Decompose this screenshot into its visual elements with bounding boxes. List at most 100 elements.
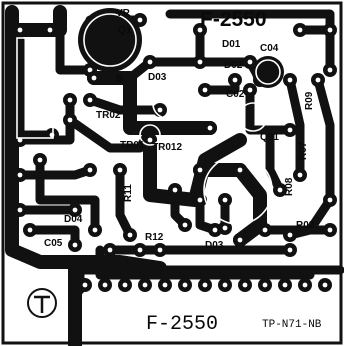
drill-hole <box>237 237 243 243</box>
label-q01: Q01 <box>260 132 279 143</box>
drill-hole <box>277 187 283 193</box>
drill-hole <box>222 197 228 203</box>
tr02-transistor <box>152 89 182 119</box>
drill-hole <box>207 125 213 131</box>
drill-hole <box>87 97 93 103</box>
drill-hole <box>182 222 188 228</box>
drill-hole <box>102 282 108 288</box>
triangle-t-logo-icon <box>27 288 57 318</box>
drill-hole <box>157 107 163 113</box>
drill-hole <box>67 97 73 103</box>
drill-hole <box>327 27 333 33</box>
drill-hole <box>222 282 228 288</box>
drill-hole <box>67 117 73 123</box>
label-c04: C04 <box>260 43 279 54</box>
drill-hole <box>197 167 203 173</box>
drill-hole <box>222 225 228 231</box>
drill-hole <box>147 59 153 65</box>
drill-hole <box>92 227 98 233</box>
drill-hole <box>327 197 333 203</box>
label-d02: D02 <box>224 60 243 71</box>
board-title-bottom: F-2550 <box>146 313 218 336</box>
drill-hole <box>87 67 93 73</box>
drill-hole <box>82 282 88 288</box>
label-c02: C02 <box>226 89 245 100</box>
drill-hole <box>282 282 288 288</box>
vr-potentiometer <box>83 13 137 67</box>
footer-marking: F-2550 TP-N71-NB <box>27 288 322 336</box>
drill-hole <box>287 247 293 253</box>
q01-transistor <box>238 102 268 132</box>
drill-hole <box>322 282 328 288</box>
drill-hole <box>122 282 128 288</box>
drill-hole <box>142 282 148 288</box>
label-b: B <box>116 74 123 85</box>
q1-transistor-body <box>161 19 183 41</box>
drill-hole <box>17 207 23 213</box>
label-d03-top: D03 <box>148 72 167 83</box>
drill-hole <box>137 17 143 23</box>
drill-hole <box>202 87 208 93</box>
drill-hole <box>287 77 293 83</box>
drill-hole <box>127 232 133 238</box>
drill-hole <box>72 207 78 213</box>
drill-hole <box>242 282 248 288</box>
drill-hole <box>17 27 23 33</box>
drill-hole <box>197 27 203 33</box>
label-q1: Q1 <box>118 25 132 36</box>
drill-hole <box>247 87 253 93</box>
drill-hole <box>287 127 293 133</box>
drill-hole <box>87 167 93 173</box>
drill-hole <box>232 77 238 83</box>
label-tr012: TR012 <box>152 142 182 153</box>
drill-hole <box>147 137 153 143</box>
c04-capacitor <box>255 59 281 85</box>
drill-hole <box>247 59 253 65</box>
drill-hole <box>302 282 308 288</box>
drill-hole <box>262 227 268 233</box>
label-r09: R09 <box>304 91 315 110</box>
label-tr01: TR01 <box>120 140 145 151</box>
drill-hole <box>212 227 218 233</box>
label-r11: R11 <box>123 184 134 202</box>
label-r07: R07 <box>298 141 309 160</box>
drill-hole <box>262 282 268 288</box>
label-r08: R08 <box>284 177 295 196</box>
component-silkscreen <box>16 8 284 225</box>
label-c05: C05 <box>44 238 63 249</box>
drill-hole <box>197 197 203 203</box>
label-r02: R02 <box>296 220 315 231</box>
drill-hole <box>287 232 293 238</box>
tr01-transistor <box>139 124 161 146</box>
drill-hole <box>202 282 208 288</box>
drill-hole <box>117 167 123 173</box>
board-title-top: F-2550 <box>200 8 267 31</box>
label-d03-bottom: D03 <box>205 240 224 251</box>
label-d04: D04 <box>64 214 83 225</box>
drill-hole <box>72 242 78 248</box>
drill-hole <box>315 77 321 83</box>
drill-hole <box>327 67 333 73</box>
c02-large-pad <box>203 155 273 225</box>
drill-hole <box>197 59 203 65</box>
drill-hole <box>27 227 33 233</box>
drill-hole <box>297 172 303 178</box>
drill-hole <box>182 282 188 288</box>
board-part-code: TP-N71-NB <box>262 319 322 331</box>
label-tr02: TR02 <box>96 110 121 121</box>
drill-hole <box>327 227 333 233</box>
drill-hole <box>157 247 163 253</box>
drill-hole <box>137 247 143 253</box>
label-d01: D01 <box>222 39 241 50</box>
drill-hole <box>107 247 113 253</box>
drill-hole <box>37 157 43 163</box>
drill-hole <box>297 27 303 33</box>
solder-pads <box>13 13 337 292</box>
drill-hole <box>47 27 53 33</box>
drill-hole <box>237 167 243 173</box>
label-r12: R12 <box>145 232 164 243</box>
drill-hole <box>172 187 178 193</box>
tr02-heatsink-outline <box>16 37 54 139</box>
copper-traces <box>5 5 344 346</box>
